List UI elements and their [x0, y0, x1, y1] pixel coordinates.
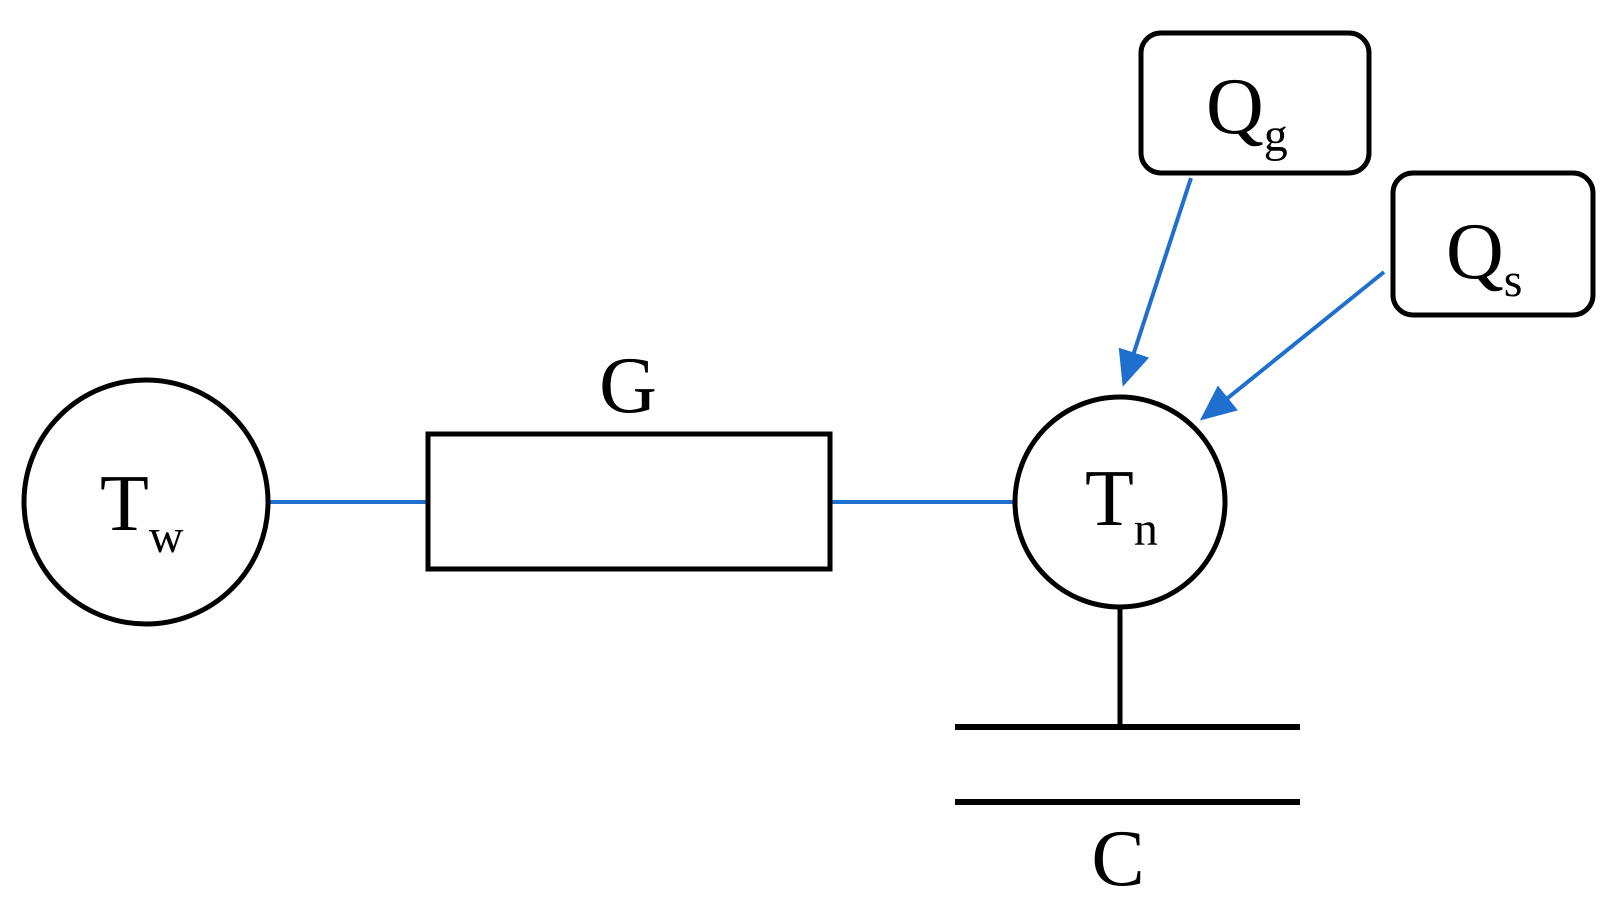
solar-label: Qs: [1446, 208, 1522, 307]
conductance-resistor: [425, 431, 833, 572]
node-temperature-subscript: n: [1134, 503, 1158, 556]
capacitance-label: C: [1091, 815, 1144, 903]
node-temperature-main: T: [1085, 455, 1134, 543]
solar-arrow: [1199, 270, 1386, 421]
wall-temperature-subscript: w: [149, 510, 184, 563]
wall-temperature-node: [21, 377, 271, 627]
node-temperature-label: Tn: [1085, 455, 1158, 556]
heat-gain-main: Q: [1206, 63, 1264, 151]
wall-temperature-label: Tw: [100, 460, 184, 563]
heat-gain-arrow: [1118, 177, 1193, 387]
conductance-label: G: [599, 342, 657, 430]
solar-main: Q: [1446, 208, 1504, 296]
heat-gain-label: Qg: [1206, 63, 1288, 162]
wall-temperature-main: T: [100, 460, 149, 548]
solar-subscript: s: [1504, 254, 1523, 307]
solar-box: [1390, 170, 1596, 318]
heat-gain-subscript: g: [1264, 109, 1288, 162]
heat-gain-box: [1138, 30, 1372, 176]
